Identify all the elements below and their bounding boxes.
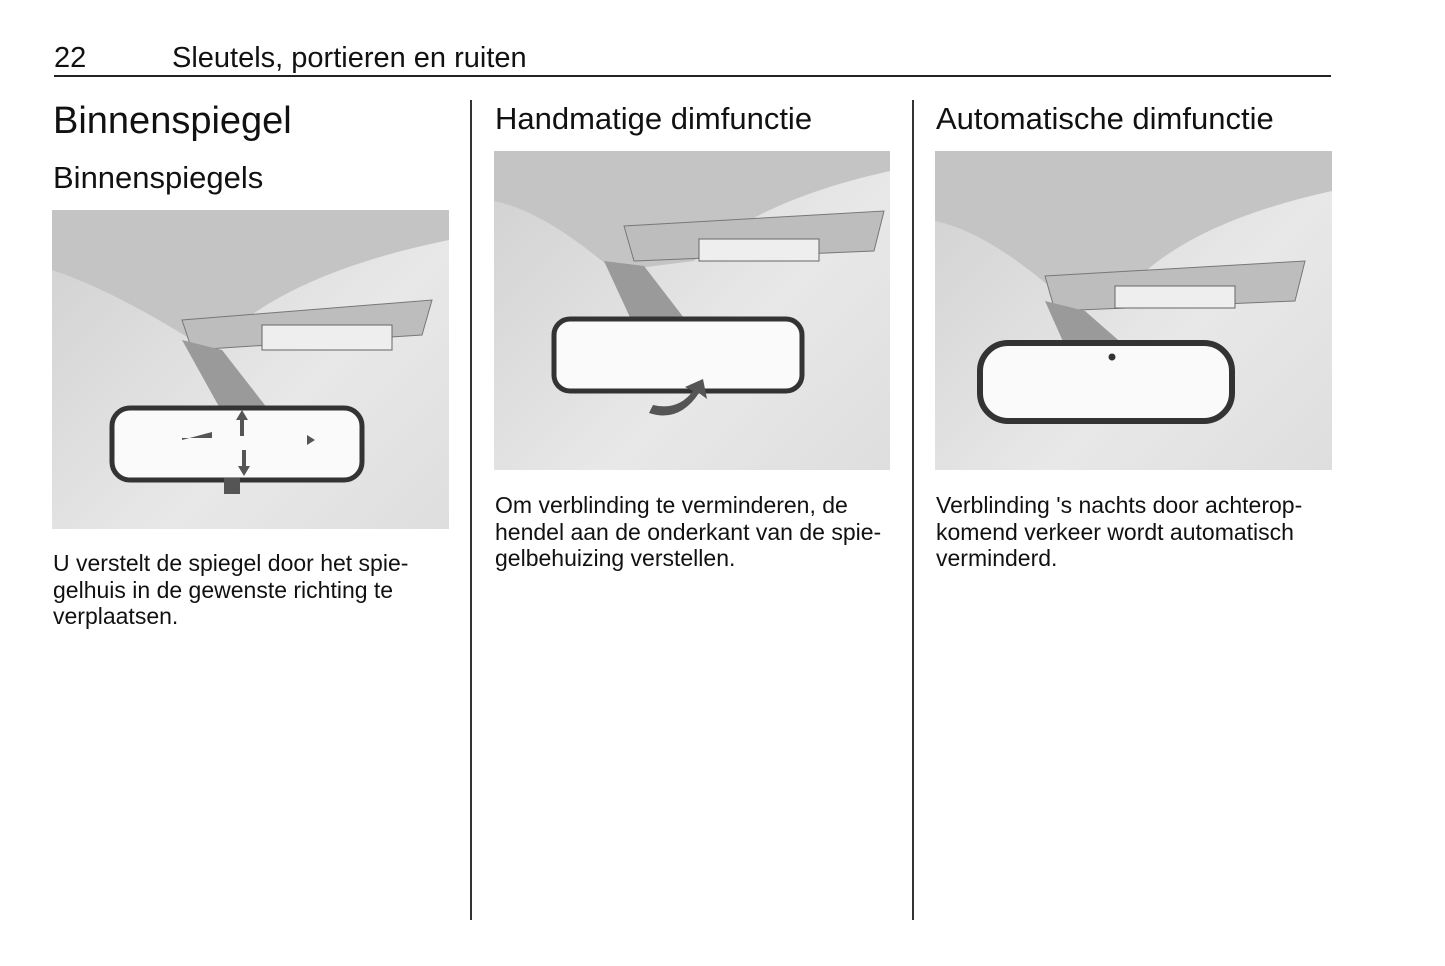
heading-handmatige-dimfunctie: Handmatige dimfunctie	[495, 101, 813, 136]
header-rule	[54, 75, 1331, 77]
col1-body-text: U verstelt de spiegel door het spie-gelh…	[53, 550, 409, 629]
page-number: 22	[54, 42, 87, 74]
automatic-dimming-illustration	[935, 151, 1332, 470]
heading-automatische-dimfunctie: Automatische dimfunctie	[936, 101, 1274, 136]
heading-binnenspiegel: Binnenspiegel	[53, 100, 292, 142]
column-divider	[470, 100, 472, 920]
manual-dimming-illustration	[494, 151, 890, 470]
col2-body-text: Om verblinding te verminderen, de hendel…	[495, 492, 882, 571]
subheading-binnenspiegels: Binnenspiegels	[53, 160, 264, 195]
mirror-adjust-illustration	[52, 210, 449, 529]
section-title: Sleutels, portieren en ruiten	[172, 42, 527, 74]
column-divider	[912, 100, 914, 920]
col3-body-text: Verblinding 's nachts door achterop-kome…	[936, 492, 1303, 571]
